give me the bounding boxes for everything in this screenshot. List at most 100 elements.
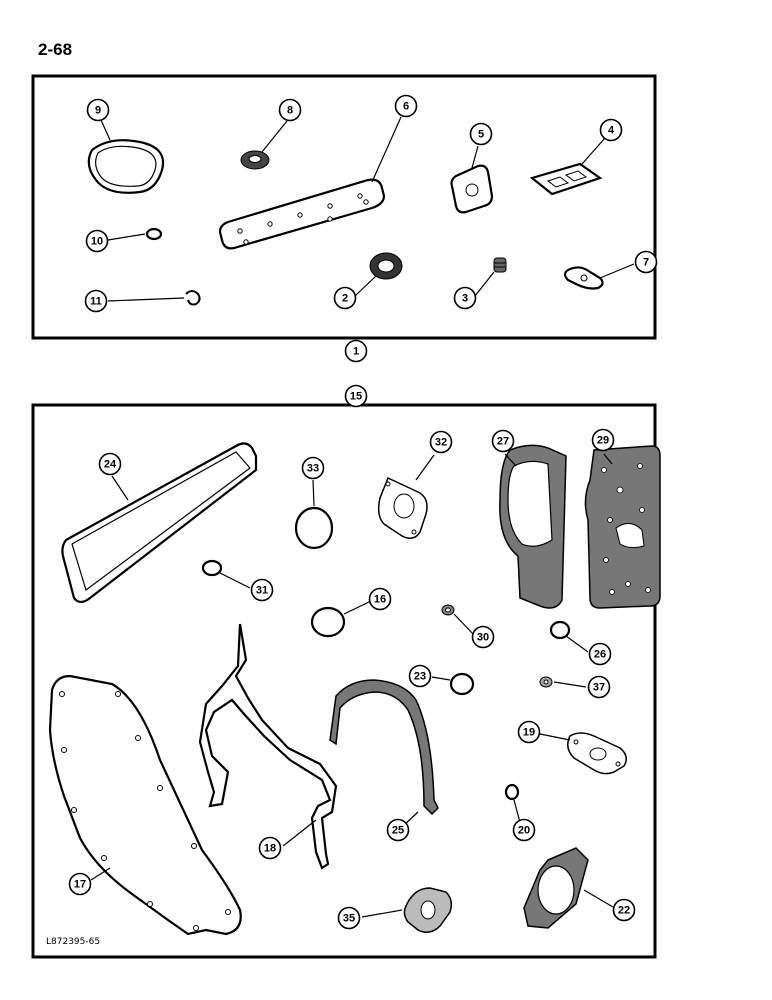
part-22-gasket bbox=[523, 847, 589, 929]
part-2-seal bbox=[369, 252, 403, 280]
callout-1: 1 bbox=[344, 339, 368, 363]
callout-circle bbox=[278, 98, 302, 122]
part-3-grommet bbox=[493, 257, 507, 273]
callout-label: 6 bbox=[403, 101, 409, 113]
callout-10: 10 bbox=[85, 229, 109, 253]
part-27-gasket bbox=[499, 444, 567, 609]
callout-circle bbox=[429, 430, 453, 454]
callout-label: 33 bbox=[307, 463, 319, 475]
callout-label: 10 bbox=[91, 236, 103, 248]
part-16-oring bbox=[310, 606, 346, 638]
callout-label: 3 bbox=[462, 293, 468, 305]
callout-18: 18 bbox=[258, 836, 282, 860]
callout-circle bbox=[250, 578, 274, 602]
callout-30: 30 bbox=[471, 625, 495, 649]
part-6-gasket bbox=[218, 178, 386, 250]
callout-circle bbox=[84, 289, 108, 313]
callout-label: 32 bbox=[435, 437, 447, 449]
callout-circle bbox=[491, 429, 515, 453]
callout-6: 6 bbox=[394, 94, 418, 118]
callout-circle bbox=[512, 818, 536, 842]
callout-8: 8 bbox=[278, 98, 302, 122]
callout-circle bbox=[469, 122, 493, 146]
callout-label: 24 bbox=[104, 459, 117, 471]
callout-circle bbox=[85, 229, 109, 253]
callout-circle bbox=[517, 720, 541, 744]
page-number: 2-68 bbox=[38, 40, 73, 59]
callout-27: 27 bbox=[491, 429, 515, 453]
part-8-seal bbox=[240, 150, 270, 170]
callout-label: 35 bbox=[343, 913, 355, 925]
part-29-gasket bbox=[584, 445, 661, 609]
callout-circle bbox=[258, 836, 282, 860]
callout-2: 2 bbox=[333, 286, 357, 310]
callout-label: 19 bbox=[523, 727, 535, 739]
callout-24: 24 bbox=[98, 452, 122, 476]
upper-kit-frame bbox=[31, 74, 657, 340]
callout-22: 22 bbox=[612, 898, 636, 922]
figure-code: L872395-65 bbox=[46, 937, 101, 947]
callout-label: 31 bbox=[256, 585, 268, 597]
callout-15: 15 bbox=[344, 384, 368, 408]
callout-4: 4 bbox=[599, 118, 623, 142]
callout-26: 26 bbox=[588, 642, 612, 666]
callout-circle bbox=[599, 118, 623, 142]
part-23-oring bbox=[449, 672, 475, 696]
callout-label: 37 bbox=[593, 682, 605, 694]
callout-circle bbox=[368, 587, 392, 611]
callout-circle bbox=[301, 456, 325, 480]
callout-19: 19 bbox=[517, 720, 541, 744]
callout-circle bbox=[333, 286, 357, 310]
callout-23: 23 bbox=[408, 664, 432, 688]
callout-33: 33 bbox=[301, 456, 325, 480]
leader-lines bbox=[90, 116, 635, 918]
callout-37: 37 bbox=[587, 675, 611, 699]
callout-circle bbox=[86, 98, 110, 122]
callout-circle bbox=[386, 818, 410, 842]
callout-31: 31 bbox=[250, 578, 274, 602]
callout-circle bbox=[588, 642, 612, 666]
callout-label: 22 bbox=[618, 905, 630, 917]
callout-20: 20 bbox=[512, 818, 536, 842]
callout-32: 32 bbox=[429, 430, 453, 454]
callout-label: 20 bbox=[518, 825, 530, 837]
callout-label: 30 bbox=[477, 632, 489, 644]
callout-label: 7 bbox=[643, 257, 649, 269]
callout-label: 23 bbox=[414, 671, 426, 683]
callout-circle bbox=[591, 428, 615, 452]
part-9-gasket bbox=[87, 139, 165, 194]
part-35-gasket bbox=[403, 887, 453, 933]
callout-16: 16 bbox=[368, 587, 392, 611]
callout-circle bbox=[453, 286, 477, 310]
callout-label: 16 bbox=[374, 594, 386, 606]
part-18-gasket bbox=[198, 623, 338, 870]
callout-circle bbox=[98, 452, 122, 476]
part-24-gasket bbox=[61, 442, 258, 604]
callout-label: 11 bbox=[90, 296, 102, 308]
callout-label: 17 bbox=[74, 879, 86, 891]
callout-label: 2 bbox=[342, 293, 348, 305]
part-26-oring bbox=[549, 620, 571, 640]
part-37-nut bbox=[539, 676, 553, 688]
part-5-gasket bbox=[450, 164, 494, 214]
callout-label: 1 bbox=[353, 346, 359, 358]
callout-label: 15 bbox=[350, 391, 362, 403]
callout-label: 18 bbox=[264, 843, 276, 855]
callout-circle bbox=[634, 250, 658, 274]
part-11-clip bbox=[185, 290, 201, 306]
lower-kit-frame bbox=[31, 403, 657, 959]
callout-7: 7 bbox=[634, 250, 658, 274]
callout-label: 25 bbox=[392, 825, 404, 837]
callout-label: 5 bbox=[478, 129, 484, 141]
callout-35: 35 bbox=[337, 906, 361, 930]
callout-circle bbox=[408, 664, 432, 688]
callout-circle bbox=[68, 872, 92, 896]
callout-25: 25 bbox=[386, 818, 410, 842]
part-4-gasket bbox=[529, 162, 603, 196]
callout-circle bbox=[394, 94, 418, 118]
part-31-oring bbox=[201, 559, 223, 577]
callout-17: 17 bbox=[68, 872, 92, 896]
part-10-oring bbox=[145, 227, 163, 241]
